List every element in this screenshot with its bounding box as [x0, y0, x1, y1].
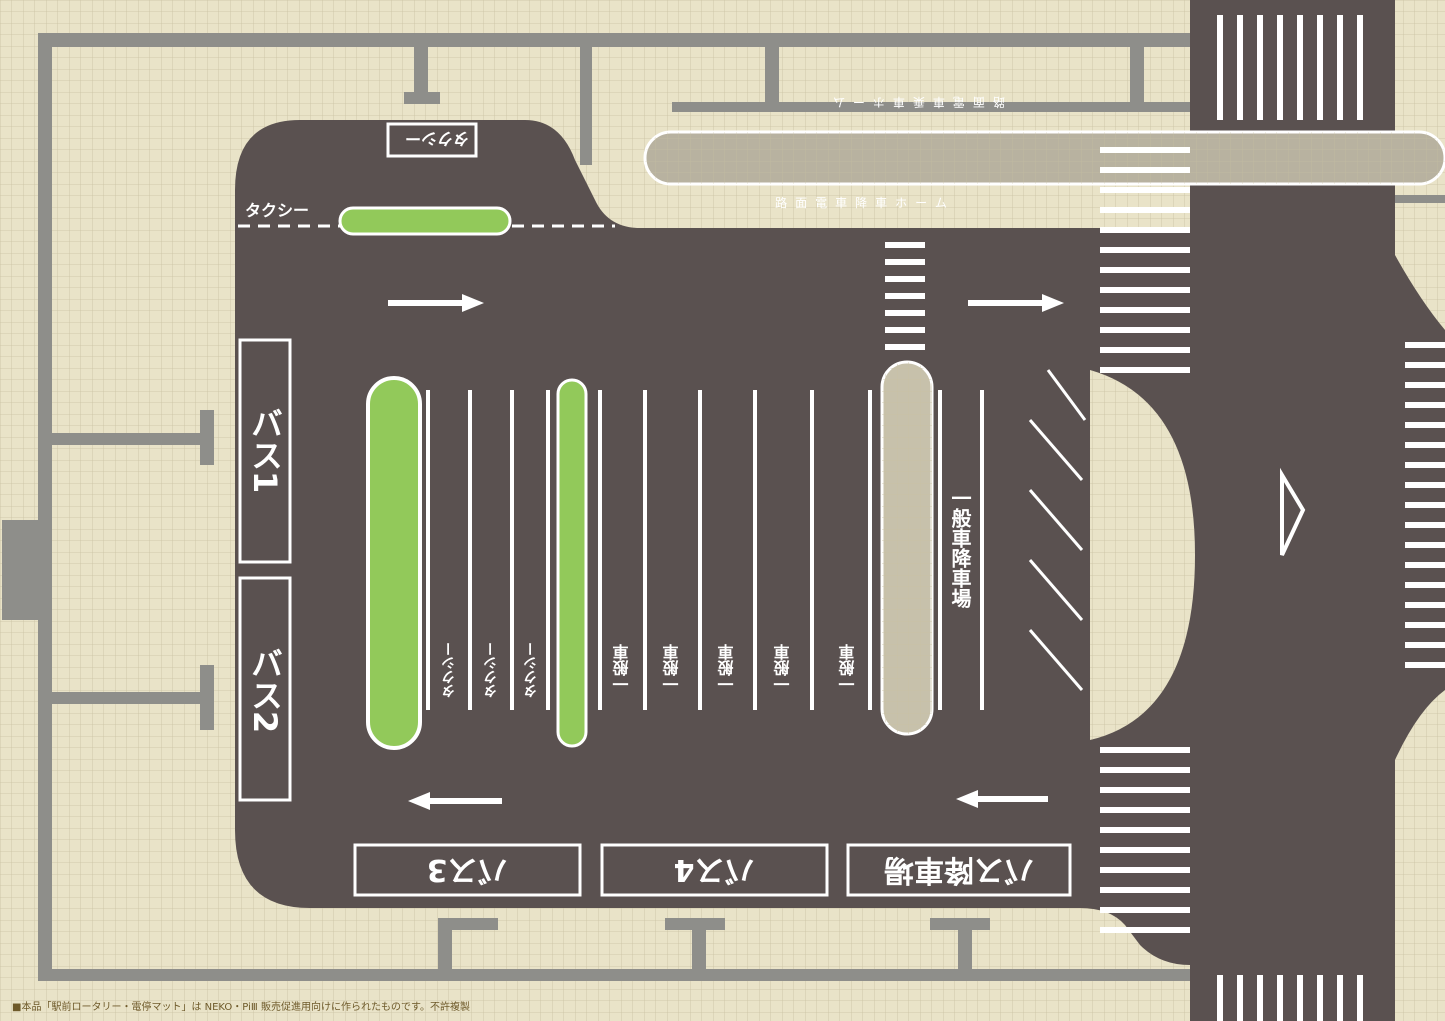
- parking-label: タクシー: [441, 642, 457, 698]
- bus1-bay-box: [238, 338, 292, 564]
- bus2-bay-box: [238, 576, 292, 802]
- tram-platform: [643, 130, 1445, 186]
- footer-copyright: ■本品「駅前ロータリー・電停マット」は NEKO・PiⅢ 販売促進用向けに作られ…: [12, 1002, 470, 1013]
- bus1-label: バス1: [246, 407, 284, 493]
- general-dropoff-label: 一般車降車場: [948, 488, 972, 608]
- bus-island-2: [556, 378, 588, 748]
- bus2-label: バス2: [246, 647, 284, 733]
- arrow-left-icon: [408, 792, 502, 810]
- bus4-bay-box: [600, 843, 829, 897]
- crosswalk-right-edge: [1405, 342, 1445, 668]
- crosswalk-bottom: [1217, 975, 1363, 1021]
- arrow-left-icon: [956, 790, 1048, 808]
- bus-dropoff-label: バス降車場: [884, 852, 1034, 887]
- islands: [338, 206, 934, 750]
- parking-label: 一般車: [663, 643, 682, 692]
- arrow-right-icon: [968, 294, 1064, 312]
- crosswalk-top: [1217, 15, 1363, 120]
- crosswalk-mid: [885, 242, 925, 350]
- bus3-label: バス3: [427, 852, 508, 887]
- arrow-right-icon: [388, 294, 484, 312]
- perimeter-walls: [2, 0, 1445, 981]
- parking-label: タクシー: [523, 642, 539, 698]
- bus4-label: バス4: [674, 852, 755, 887]
- crosswalk-right-vertical: [1100, 147, 1190, 933]
- map-labels: タクシー タクシー バス1 バス2 バス3 バス4 バス降車場 一般車降車場 路…: [245, 95, 1034, 887]
- parking-label: 一般車: [774, 643, 793, 692]
- bus-dropoff-box: [846, 843, 1072, 897]
- parking-label: 一般車: [718, 643, 737, 692]
- taxi-island: [338, 206, 512, 236]
- taxi-box-label: タクシー: [405, 129, 469, 148]
- taxi-box: [386, 122, 478, 158]
- bus-island-1: [366, 376, 422, 750]
- road-markings: [238, 15, 1445, 1021]
- yield-triangle-icon: [1280, 467, 1306, 556]
- parking-label: タクシー: [483, 642, 499, 698]
- platform-bottom-label: 路面電車降車ホーム: [775, 195, 955, 210]
- platform-top-label: 路面電車乗車ホーム: [825, 95, 1005, 110]
- bus3-bay-box: [353, 843, 582, 897]
- parking-label: 一般車: [613, 643, 632, 692]
- taxi-stand-label: タクシー: [245, 201, 309, 220]
- parking-label: 一般車: [839, 643, 858, 692]
